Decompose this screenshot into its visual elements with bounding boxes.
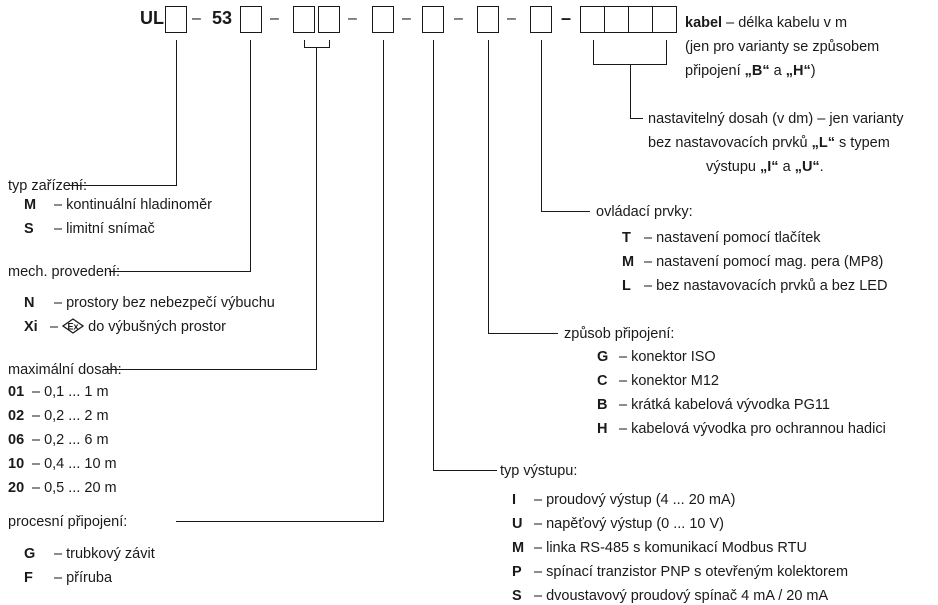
range-item: 01– 0,1 ... 1 m	[8, 384, 109, 400]
process-item: G– trubkový závit	[24, 546, 155, 562]
code-box-controls	[530, 6, 552, 33]
connection-title: způsob připojení:	[564, 326, 675, 342]
code-separator: –	[348, 10, 357, 27]
range-item: 02– 0,2 ... 2 m	[8, 408, 109, 424]
mech-title: mech. provedení:	[8, 264, 121, 280]
connector-process	[176, 40, 384, 522]
cable-note-2: připojení „B“ a „H“)	[685, 63, 816, 79]
code-separator: –	[402, 10, 411, 27]
range-adj-line-2: bez nastavovacích prvků „L“ s typem	[648, 135, 890, 151]
connection-item: H– kabelová vývodka pro ochrannou hadici	[597, 421, 886, 437]
code-box-cable-1	[580, 6, 605, 33]
output-item: U– napěťový výstup (0 ... 10 V)	[512, 516, 725, 532]
connector-range-adj	[630, 65, 643, 119]
code-separator: –	[507, 10, 516, 27]
range-item: 10– 0,4 ... 10 m	[8, 456, 117, 472]
range-adj-line-1: nastavitelný dosah (v dm) – jen varianty	[648, 111, 904, 127]
device-type-title: typ zařízení:	[8, 178, 87, 194]
code-box-device-type	[165, 6, 187, 33]
device-type-item: S– limitní snímač	[24, 221, 155, 237]
code-model: 53	[212, 8, 233, 28]
code-separator: –	[270, 10, 279, 27]
device-type-item: M– kontinuální hladinoměr	[24, 197, 212, 213]
code-separator-bold: –	[561, 8, 572, 28]
range-item: 20– 0,5 ... 20 m	[8, 480, 117, 496]
code-box-output	[422, 6, 444, 33]
process-title: procesní připojení:	[8, 514, 128, 530]
bracket-range	[304, 40, 330, 48]
connector-controls	[541, 40, 590, 212]
svg-text:Ex: Ex	[68, 322, 79, 332]
cable-desc: – délka kabelu v m	[726, 15, 848, 31]
bracket-range-adj	[593, 40, 667, 65]
connection-item: B– krátká kabelová vývodka PG11	[597, 397, 830, 413]
output-item: M– linka RS-485 s komunikací Modbus RTU	[512, 540, 807, 556]
controls-item: M– nastavení pomocí mag. pera (MP8)	[622, 254, 884, 270]
connection-item: C– konektor M12	[597, 373, 719, 389]
output-title: typ výstupu:	[500, 463, 578, 479]
cable-line-1: kabel – délka kabelu v m	[685, 14, 847, 32]
code-prefix: UL	[140, 8, 164, 28]
code-box-cable-4	[652, 6, 677, 33]
connector-output	[433, 40, 497, 471]
range-item: 06– 0,2 ... 6 m	[8, 432, 109, 448]
code-box-cable-2	[604, 6, 629, 33]
connector-device-type	[70, 40, 177, 186]
output-item: I– proudový výstup (4 ... 20 mA)	[512, 492, 736, 508]
process-item: F– příruba	[24, 570, 113, 586]
code-box-mech	[240, 6, 262, 33]
code-separator: –	[192, 10, 201, 27]
output-item: S– dvoustavový proudový spínač 4 mA / 20…	[512, 588, 829, 604]
code-box-process	[372, 6, 394, 33]
connection-item: G– konektor ISO	[597, 349, 716, 365]
range-title: maximální dosah:	[8, 362, 122, 378]
ex-atex-icon: Ex	[62, 318, 85, 334]
code-box-range-1	[293, 6, 315, 33]
cable-title: kabel	[685, 15, 723, 31]
cable-note-1: (jen pro varianty se způsobem	[685, 39, 880, 55]
connector-connection	[488, 40, 558, 334]
code-separator: –	[454, 10, 463, 27]
controls-title: ovládací prvky:	[596, 204, 693, 220]
range-adj-line-3: výstupu „I“ a „U“.	[706, 159, 824, 175]
code-box-cable-3	[628, 6, 653, 33]
code-box-range-2	[318, 6, 340, 33]
connector-range	[105, 48, 317, 370]
controls-item: L– bez nastavovacích prvků a bez LED	[622, 278, 888, 294]
controls-item: T– nastavení pomocí tlačítek	[622, 230, 821, 246]
mech-item: Xi– Ex do výbušných prostor	[24, 318, 226, 335]
mech-item: N– prostory bez nebezpečí výbuchu	[24, 295, 275, 311]
output-item: P– spínací tranzistor PNP s otevřeným ko…	[512, 564, 849, 580]
code-box-connection	[477, 6, 499, 33]
connector-mech	[109, 40, 251, 272]
